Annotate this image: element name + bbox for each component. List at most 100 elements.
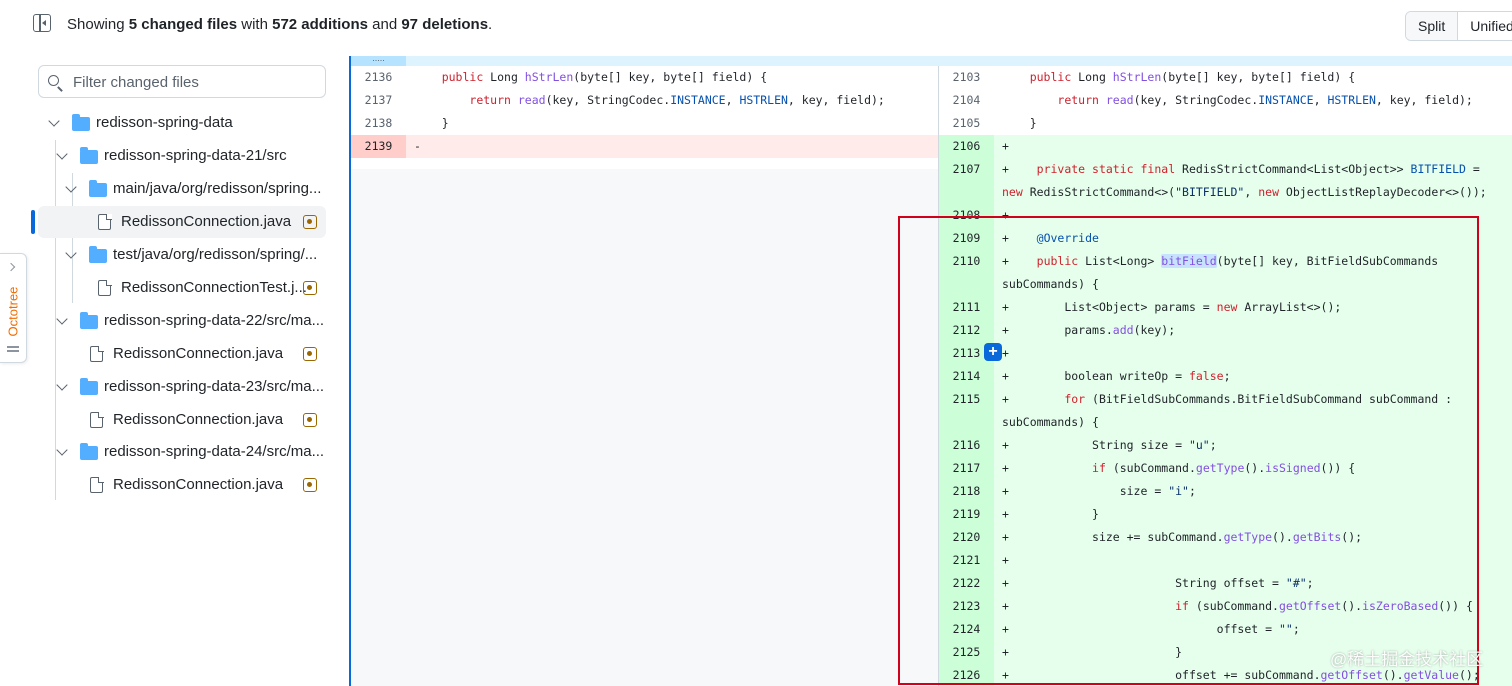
line-number[interactable]: 2107 bbox=[939, 158, 994, 204]
filter-input[interactable] bbox=[73, 72, 318, 92]
line-number[interactable]: 2113 bbox=[939, 342, 994, 365]
code-text: + } bbox=[1002, 507, 1099, 521]
summary-suffix: . bbox=[488, 16, 493, 33]
tree-item-label: RedissonConnectionTest.j... bbox=[121, 279, 307, 296]
tree-folder-test-java[interactable]: test/java/org/redisson/spring/... bbox=[65, 239, 328, 271]
line-number[interactable]: 2119 bbox=[939, 503, 994, 526]
line-number[interactable]: 2111 bbox=[939, 296, 994, 319]
code-line: 2136 public Long hStrLen(byte[] key, byt… bbox=[351, 66, 938, 89]
added-code-line: 2117 + if (subCommand.getType().isSigned… bbox=[939, 457, 1512, 480]
added-code-line: 2113 + bbox=[939, 342, 1512, 365]
folder-icon bbox=[89, 180, 107, 197]
hunk-header bbox=[351, 56, 1512, 66]
line-number[interactable]: 2115 bbox=[939, 388, 994, 434]
line-number[interactable]: 2117 bbox=[939, 457, 994, 480]
diff-toolbar: Showing 5 changed files with 572 additio… bbox=[0, 0, 1512, 52]
code-text: + offset = ""; bbox=[1002, 622, 1300, 636]
added-code-line: 2111 + List<Object> params = new ArrayLi… bbox=[939, 296, 1512, 319]
chevron-down-icon bbox=[56, 148, 68, 160]
toggle-file-tree-icon[interactable] bbox=[33, 14, 51, 32]
deleted-code-line: 2139 - bbox=[351, 135, 938, 158]
file-modified-icon bbox=[303, 215, 317, 229]
added-code-line: 2119 + } bbox=[939, 503, 1512, 526]
changed-files-count: 5 changed files bbox=[128, 16, 238, 33]
line-number[interactable]: 2112 bbox=[939, 319, 994, 342]
tree-item-label: main/java/org/redisson/spring... bbox=[113, 180, 322, 197]
tree-file-redisson-connection-test[interactable]: RedissonConnectionTest.j... bbox=[98, 272, 328, 304]
line-number[interactable]: 2109 bbox=[939, 227, 994, 250]
line-number[interactable]: 2103 bbox=[952, 70, 981, 84]
code-text: } bbox=[414, 116, 449, 130]
line-number[interactable]: 2121 bbox=[939, 549, 994, 572]
folder-icon bbox=[80, 443, 98, 460]
added-code-line: 2109 + @Override bbox=[939, 227, 1512, 250]
tree-folder-spring-data-22[interactable]: redisson-spring-data-22/src/ma... bbox=[56, 305, 328, 337]
deletions-count: 97 deletions bbox=[401, 16, 489, 33]
code-text: + offset += subCommand.getOffset().getVa… bbox=[1002, 668, 1480, 682]
chevron-down-icon bbox=[56, 444, 68, 456]
line-number[interactable]: 2105 bbox=[952, 116, 981, 130]
line-number[interactable]: 2122 bbox=[939, 572, 994, 595]
added-code-line: 2120 + size += subCommand.getType().getB… bbox=[939, 526, 1512, 549]
added-code-line: 2108 + bbox=[939, 204, 1512, 227]
tree-folder-spring-data-24[interactable]: redisson-spring-data-24/src/ma... bbox=[56, 436, 328, 468]
line-number[interactable]: 2136 bbox=[364, 70, 393, 84]
code-text: + size = "i"; bbox=[1002, 484, 1196, 498]
line-number[interactable]: 2110 bbox=[939, 250, 994, 296]
tree-folder-redisson-spring-data[interactable]: redisson-spring-data bbox=[48, 107, 328, 139]
tree-item-label: test/java/org/redisson/spring/... bbox=[113, 246, 318, 263]
line-number[interactable]: 2138 bbox=[364, 116, 393, 130]
tree-file-redisson-connection-21[interactable]: RedissonConnection.java bbox=[98, 206, 328, 238]
octotree-label: Octotree bbox=[5, 286, 21, 337]
line-number[interactable]: 2116 bbox=[939, 434, 994, 457]
octotree-tab[interactable]: Octotree bbox=[0, 253, 27, 363]
tree-folder-spring-data-21[interactable]: redisson-spring-data-21/src bbox=[56, 140, 328, 172]
code-text: + boolean writeOp = false; bbox=[1002, 369, 1231, 383]
code-line: 2138 } bbox=[351, 112, 938, 135]
code-line: 2103 public Long hStrLen(byte[] key, byt… bbox=[939, 66, 1512, 89]
line-number[interactable]: 2126 bbox=[939, 664, 994, 686]
added-code-line: 2116 + String size = "u"; bbox=[939, 434, 1512, 457]
unified-button[interactable]: Unified bbox=[1458, 12, 1512, 40]
code-text: return read(key, StringCodec.INSTANCE, H… bbox=[1057, 93, 1473, 107]
added-code-line: 2121 + bbox=[939, 549, 1512, 572]
tree-folder-spring-data-23[interactable]: redisson-spring-data-23/src/ma... bbox=[56, 371, 328, 403]
line-number[interactable]: 2120 bbox=[939, 526, 994, 549]
added-code-line: 2125 + } bbox=[939, 641, 1512, 664]
code-text: + bbox=[1002, 553, 1009, 567]
folder-icon bbox=[89, 246, 107, 263]
code-text: + bbox=[1002, 208, 1009, 222]
tree-file-redisson-connection-24[interactable]: RedissonConnection.java bbox=[90, 469, 328, 501]
add-comment-button[interactable]: + bbox=[984, 343, 1002, 361]
line-number[interactable]: 2106 bbox=[939, 135, 994, 158]
code-text: + List<Object> params = new ArrayList<>(… bbox=[1002, 300, 1342, 314]
tree-file-redisson-connection-22[interactable]: RedissonConnection.java bbox=[90, 338, 328, 370]
line-number[interactable]: 2139 bbox=[351, 135, 406, 158]
split-button[interactable]: Split bbox=[1406, 12, 1459, 40]
line-number[interactable]: 2108 bbox=[939, 204, 994, 227]
file-modified-icon bbox=[303, 347, 317, 361]
diff-summary: Showing 5 changed files with 572 additio… bbox=[67, 16, 492, 33]
diff-left-side: 2136 public Long hStrLen(byte[] key, byt… bbox=[351, 66, 938, 686]
tree-file-redisson-connection-23[interactable]: RedissonConnection.java bbox=[90, 404, 328, 436]
code-text: public Long hStrLen(byte[] key, byte[] f… bbox=[441, 70, 768, 84]
file-modified-icon bbox=[303, 478, 317, 492]
code-text: return read(key, StringCodec.INSTANCE, H… bbox=[469, 93, 885, 107]
line-number[interactable]: 2118 bbox=[939, 480, 994, 503]
line-number[interactable]: 2104 bbox=[952, 93, 981, 107]
code-text: + private static final RedisStrictComman… bbox=[1002, 162, 1487, 199]
added-code-line: 2115 + for (BitFieldSubCommands.BitField… bbox=[939, 388, 1512, 434]
chevron-down-icon bbox=[48, 115, 60, 127]
line-number[interactable]: 2125 bbox=[939, 641, 994, 664]
file-icon bbox=[98, 279, 112, 296]
code-text: + if (subCommand.getOffset().isZeroBased… bbox=[1002, 599, 1473, 613]
tree-folder-main-java[interactable]: main/java/org/redisson/spring... bbox=[65, 173, 328, 205]
line-number[interactable]: 2114 bbox=[939, 365, 994, 388]
line-number[interactable]: 2124 bbox=[939, 618, 994, 641]
expand-hunk-button[interactable]: ..... bbox=[351, 56, 406, 66]
added-code-line: 2118 + size = "i"; bbox=[939, 480, 1512, 503]
added-code-line: 2126 + offset += subCommand.getOffset().… bbox=[939, 664, 1512, 686]
added-code-line: 2107 + private static final RedisStrictC… bbox=[939, 158, 1512, 204]
line-number[interactable]: 2123 bbox=[939, 595, 994, 618]
line-number[interactable]: 2137 bbox=[364, 93, 393, 107]
